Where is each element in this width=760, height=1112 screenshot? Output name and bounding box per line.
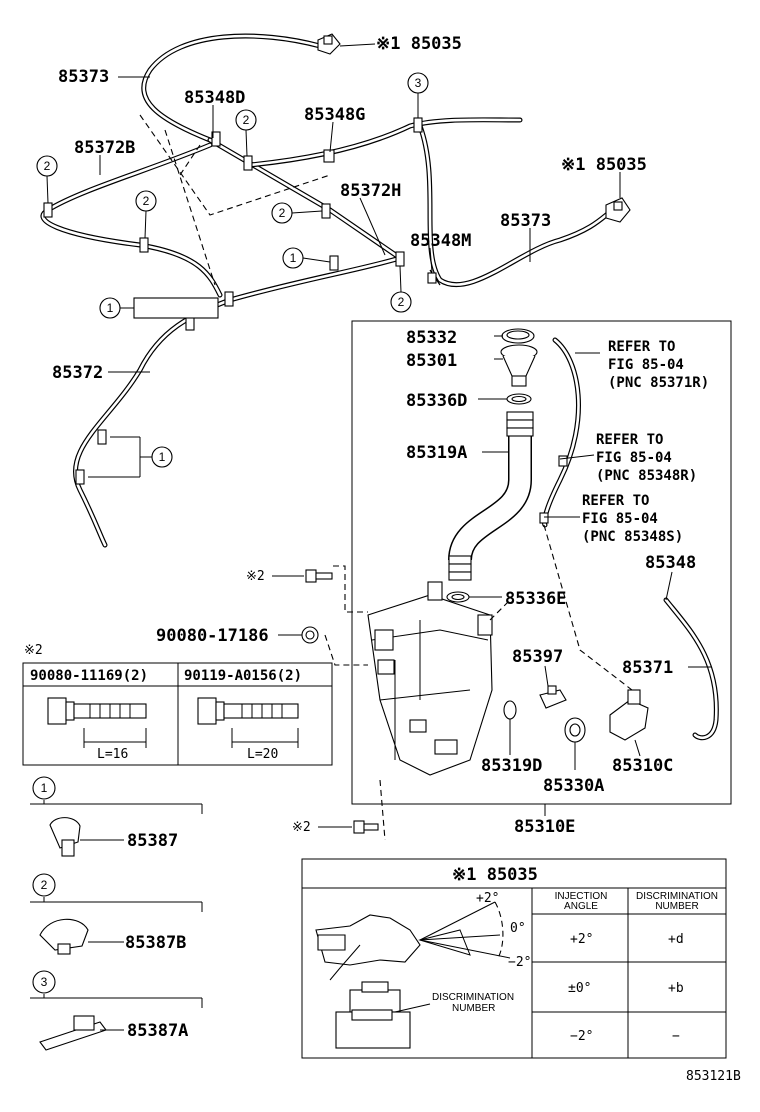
- num-row-2: +b: [668, 981, 684, 996]
- svg-text:(PNC 85348S): (PNC 85348S): [582, 529, 683, 545]
- label-85348G: 85348G: [304, 105, 365, 125]
- svg-text:1: 1: [107, 301, 114, 315]
- svg-text:DISCRIMINATION: DISCRIMINATION: [636, 891, 718, 902]
- svg-text:3: 3: [415, 76, 422, 90]
- svg-text:(PNC 85371R): (PNC 85371R): [608, 375, 709, 391]
- callout-2e: 2: [390, 265, 412, 313]
- svg-text:+2°: +2°: [476, 891, 499, 906]
- svg-text:90080-11169(2): 90080-11169(2): [30, 668, 148, 684]
- label-85332: 85332: [406, 328, 457, 348]
- label-85336E: 85336E: [505, 589, 566, 609]
- svg-text:※2: ※2: [24, 643, 43, 658]
- svg-text:1: 1: [41, 781, 48, 795]
- svg-text:REFER TO: REFER TO: [596, 432, 663, 448]
- label-85035-top: ※1 85035: [376, 34, 462, 54]
- svg-text:2: 2: [44, 159, 51, 173]
- label-85372B: 85372B: [74, 138, 135, 158]
- label-85372H: 85372H: [340, 181, 401, 201]
- angle-row-2: ±0°: [568, 981, 591, 996]
- label-85348D: 85348D: [184, 88, 245, 108]
- svg-text:2: 2: [398, 295, 405, 309]
- svg-text:INJECTION: INJECTION: [555, 891, 608, 902]
- refer-note-3: REFER TO FIG 85-04 (PNC 85348S): [582, 493, 683, 545]
- label-85319D: 85319D: [481, 756, 542, 776]
- svg-text:2: 2: [143, 194, 150, 208]
- svg-text:2: 2: [279, 206, 286, 220]
- callout-1c: 1: [151, 446, 173, 468]
- callout-2b: 2: [36, 155, 58, 204]
- svg-text:FIG 85-04: FIG 85-04: [596, 450, 672, 466]
- label-85310C: 85310C: [612, 756, 673, 776]
- num-row-1: +d: [668, 932, 684, 947]
- callout-3: 3: [407, 72, 429, 118]
- figure-code: 853121B: [686, 1069, 741, 1084]
- svg-text:3: 3: [41, 975, 48, 989]
- nut-90080: 90080-17186: [156, 626, 319, 646]
- svg-text:L=20: L=20: [247, 747, 278, 762]
- refer-note-1: REFER TO FIG 85-04 (PNC 85371R): [608, 339, 709, 391]
- svg-text:L=16: L=16: [97, 747, 128, 762]
- svg-text:85387A: 85387A: [127, 1021, 188, 1041]
- angle-row-1: +2°: [570, 932, 593, 947]
- clip-legend-1: 1 85387: [30, 776, 203, 857]
- bolt-upper: ※2: [246, 569, 333, 584]
- label-85035-mid: ※1 85035: [561, 155, 647, 175]
- clip-legend-2: 2 85387B: [30, 873, 203, 955]
- tank-assembly-box: [351, 320, 732, 805]
- label-85348: 85348: [645, 553, 696, 573]
- svg-text:DISCRIMINATION: DISCRIMINATION: [432, 992, 514, 1003]
- label-85330A: 85330A: [543, 776, 604, 796]
- svg-text:90080-17186: 90080-17186: [156, 626, 269, 646]
- svg-text:85387B: 85387B: [125, 933, 186, 953]
- nozzle-mid: [605, 197, 631, 223]
- callout-2a: 2: [235, 109, 257, 157]
- bolt-lower: ※2: [292, 820, 379, 835]
- clip-legend-3: 3 85387A: [30, 970, 203, 1051]
- svg-text:2: 2: [243, 113, 250, 127]
- svg-text:1: 1: [290, 251, 297, 265]
- svg-text:FIG 85-04: FIG 85-04: [582, 511, 658, 527]
- bolt-spec-table: ※2 90080-11169(2) 90119-A0156(2) L=16 L=…: [22, 643, 333, 766]
- callout-1a: 1: [282, 247, 331, 269]
- svg-text:NUMBER: NUMBER: [452, 1003, 495, 1014]
- svg-text:−2°: −2°: [508, 955, 531, 970]
- nozzle-spec-table: ※1 85035 INJECTION ANGLE DISCRIMINATION …: [301, 858, 727, 1059]
- svg-text:NUMBER: NUMBER: [655, 901, 698, 912]
- label-85310E: 85310E: [514, 817, 575, 837]
- label-85373-top: 85373: [58, 67, 109, 87]
- svg-text:※2: ※2: [292, 820, 311, 835]
- svg-text:85387: 85387: [127, 831, 178, 851]
- svg-text:ANGLE: ANGLE: [564, 901, 598, 912]
- num-row-3: −: [672, 1029, 680, 1044]
- svg-text:(PNC 85348R): (PNC 85348R): [596, 468, 697, 484]
- label-85301: 85301: [406, 351, 457, 371]
- svg-text:REFER TO: REFER TO: [608, 339, 675, 355]
- label-85397: 85397: [512, 647, 563, 667]
- callouts: 3 2 2 2 2 1 2 1 1: [36, 72, 429, 468]
- label-85319A: 85319A: [406, 443, 467, 463]
- callout-2d: 2: [271, 202, 323, 224]
- label-85372: 85372: [52, 363, 103, 383]
- hose-network: [40, 33, 631, 548]
- callout-1b: 1: [99, 297, 121, 319]
- callout-2c: 2: [135, 190, 157, 239]
- tank-parts: [324, 328, 719, 841]
- svg-text:90119-A0156(2): 90119-A0156(2): [184, 668, 302, 684]
- svg-text:0°: 0°: [510, 921, 526, 936]
- nozzle-top: [317, 33, 341, 55]
- refer-note-2: REFER TO FIG 85-04 (PNC 85348R): [596, 432, 697, 484]
- label-85336D: 85336D: [406, 391, 467, 411]
- svg-text:1: 1: [159, 450, 166, 464]
- label-85348M: 85348M: [410, 231, 471, 251]
- angle-row-3: −2°: [570, 1029, 593, 1044]
- svg-text:※2: ※2: [246, 569, 265, 584]
- svg-text:2: 2: [41, 878, 48, 892]
- svg-text:FIG 85-04: FIG 85-04: [608, 357, 684, 373]
- label-85371: 85371: [622, 658, 673, 678]
- label-85373-mid: 85373: [500, 211, 551, 231]
- leaders: [88, 43, 621, 478]
- svg-text:REFER TO: REFER TO: [582, 493, 649, 509]
- nozzle-table-title: ※1 85035: [452, 865, 538, 885]
